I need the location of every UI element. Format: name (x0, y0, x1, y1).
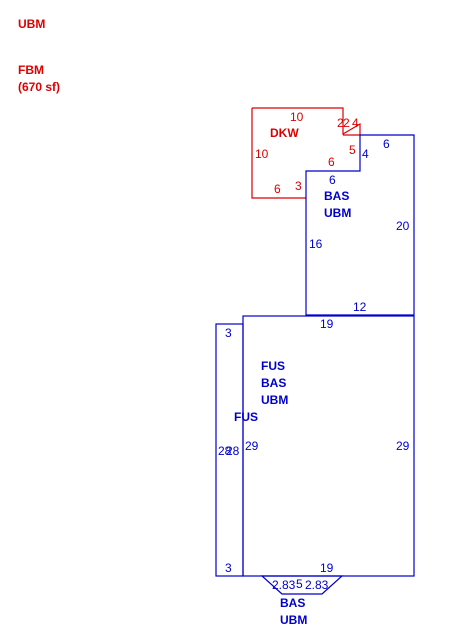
dkw-dim-notch-c: 2 (343, 116, 350, 130)
dkw-dim-bottom: 6 (274, 182, 281, 196)
legend-ubm: UBM (18, 17, 45, 31)
legend-fbm-area: (670 sf) (18, 80, 60, 94)
fus-main-label-1: FUS (261, 359, 285, 373)
dkw-label: DKW (270, 126, 299, 140)
fus-main-label-3: UBM (261, 393, 288, 407)
fus-side-dim-top: 3 (225, 326, 232, 340)
fus-main-outline (242, 315, 415, 577)
dkw-dim-left: 10 (255, 147, 269, 161)
bas-upper-area: BAS UBM 6 4 6 20 16 12 (305, 134, 415, 316)
dkw-dim-notch-b: 4 (352, 116, 359, 130)
bas-upper-label-1: BAS (324, 189, 349, 203)
fus-side-dim-bottom: 3 (225, 561, 232, 575)
bas-upper-label-2: UBM (324, 206, 351, 220)
bas-lower-dim-a: 2.83 (272, 578, 296, 592)
bas-upper-dim-top: 6 (383, 137, 390, 151)
fus-side-dim-left: 28 (218, 444, 232, 458)
fus-main-dim-top: 19 (320, 317, 334, 331)
bas-lower-outline (260, 575, 344, 595)
dkw-dim-notch-a: 2 (337, 116, 344, 130)
bas-upper-dim-inner: 6 (329, 173, 336, 187)
dkw-dim-step-v: 3 (295, 179, 302, 193)
bas-upper-dim-bottom: 12 (353, 300, 367, 314)
fus-main-dim-left: 29 (245, 439, 259, 453)
dkw-dim-top: 10 (290, 110, 304, 124)
fus-main-dim-bottom: 19 (320, 561, 334, 575)
fus-side-area: FUS 3 3 28 28 (215, 323, 258, 577)
bas-lower-label-1: BAS (280, 596, 305, 610)
fus-main-area: FUS BAS UBM 19 19 29 29 (242, 315, 415, 577)
bas-lower-label-2: UBM (280, 613, 307, 627)
dkw-area: DKW 10 10 6 3 6 2 2 4 5 (251, 107, 361, 199)
bas-lower-area: 2.83 5 2.83 BAS UBM (260, 575, 344, 627)
dkw-outline-top (252, 107, 361, 136)
fus-side-dim-right: 28 (226, 444, 240, 458)
fus-main-label-2: BAS (261, 376, 286, 390)
bas-lower-dim-b: 5 (296, 577, 303, 591)
bas-upper-dim-left: 16 (309, 237, 323, 251)
fus-side-label: FUS (234, 410, 258, 424)
fus-main-dim-right: 29 (396, 439, 410, 453)
bas-upper-outline (305, 134, 415, 316)
dkw-outline-left (251, 108, 306, 199)
fus-side-outline (215, 323, 244, 577)
bas-lower-dim-c: 2.83 (305, 578, 329, 592)
dkw-dim-right: 5 (349, 143, 356, 157)
dkw-dim-step-h: 6 (328, 155, 335, 169)
bas-upper-dim-right: 20 (396, 219, 410, 233)
legend-fbm: FBM (18, 63, 44, 77)
bas-upper-dim-notch: 4 (362, 147, 369, 161)
